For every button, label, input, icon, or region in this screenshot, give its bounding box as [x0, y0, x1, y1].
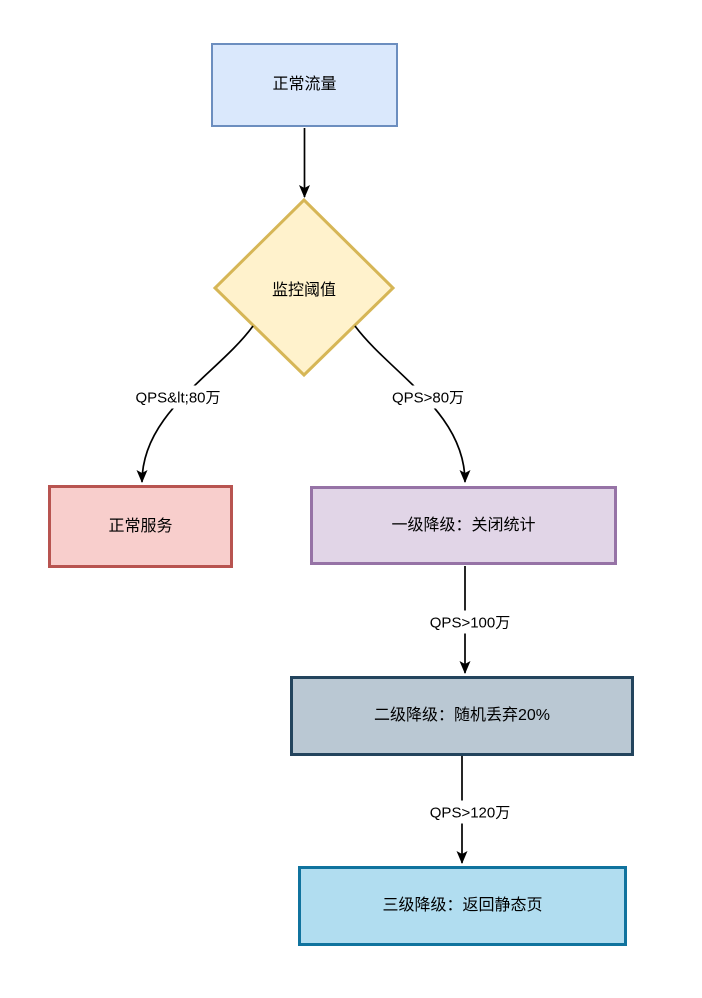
- node-normal-service: 正常服务: [48, 485, 233, 568]
- edge-label-qps-gt-120w: QPS>120万: [427, 800, 513, 824]
- node-level1-degrade-label: 一级降级：关闭统计: [391, 516, 536, 534]
- node-level3-degrade-label: 三级降级：返回静态页: [382, 897, 543, 915]
- edge-label-qps-gt-100w: QPS>100万: [427, 610, 513, 634]
- node-normal-service-label: 正常服务: [108, 517, 173, 535]
- edge-label-qps-lt-80w: QPS&lt;80万: [133, 385, 223, 409]
- edge-label-qps-gt-80w: QPS>80万: [389, 385, 467, 409]
- node-normal-traffic: 正常流量: [211, 43, 398, 127]
- node-level2-degrade: 二级降级：随机丢弃20%: [290, 676, 634, 756]
- node-level2-degrade-label: 二级降级：随机丢弃20%: [373, 707, 551, 725]
- node-level1-degrade: 一级降级：关闭统计: [310, 486, 617, 565]
- node-level3-degrade: 三级降级：返回静态页: [298, 866, 627, 946]
- decision-monitor-threshold-label: 监控阈值: [271, 282, 337, 299]
- decision-monitor-threshold-shape: [212, 197, 396, 378]
- node-normal-traffic-label: 正常流量: [272, 76, 337, 94]
